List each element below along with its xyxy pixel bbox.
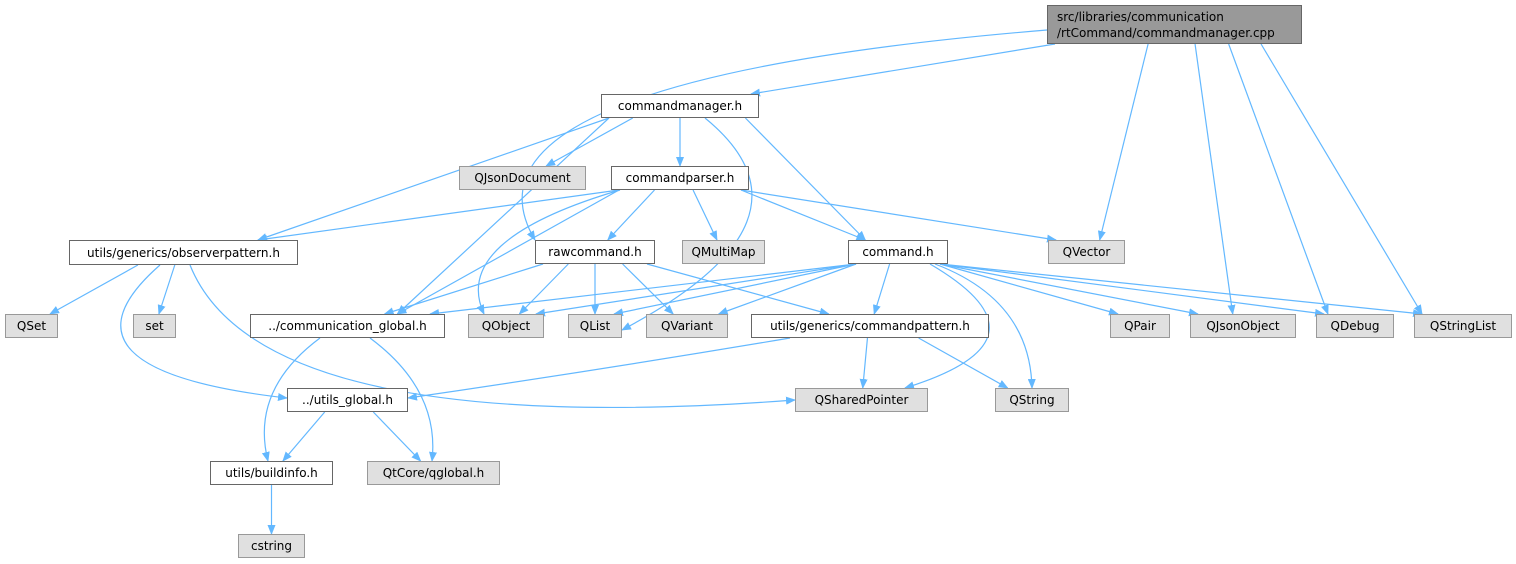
edge-cmd-to-cg [429, 263, 857, 317]
node-utils-global-h[interactable]: ../utils_global.h [287, 388, 408, 412]
node-qlist: QList [568, 314, 622, 338]
edge-root-to-qjo [1194, 43, 1236, 315]
edge-cmd-to-qjo [939, 263, 1199, 317]
node-qobject: QObject [468, 314, 544, 338]
edge-cg-to-bi [261, 337, 321, 462]
node-commandpattern-h[interactable]: utils/generics/commandpattern.h [751, 314, 989, 338]
root-label-line1: src/libraries/communication [1057, 9, 1224, 24]
edge-ug-to-bi [282, 411, 326, 462]
edge-cmd-to-qobj [535, 263, 857, 317]
node-qdebug: QDebug [1316, 314, 1394, 338]
node-qsharedpointer: QSharedPointer [795, 388, 928, 412]
edge-root-to-qsl [1260, 43, 1423, 315]
edge-cmd-to-qdbg [939, 263, 1325, 317]
edge-root-to-qvec [1097, 43, 1149, 241]
edge-root-to-cm [750, 43, 1056, 97]
edge-cp-to-qvec [740, 189, 1057, 243]
node-qstringlist: QStringList [1414, 314, 1512, 338]
edge-cmd-to-cpat [873, 263, 891, 315]
node-set: set [133, 314, 176, 338]
edge-cpat-to-qsp [859, 337, 869, 389]
node-buildinfo-h[interactable]: utils/buildinfo.h [210, 461, 333, 485]
node-qvector: QVector [1048, 240, 1125, 264]
edge-root-to-qdbg [1228, 43, 1329, 315]
edge-cmd-to-qstr [934, 263, 1036, 389]
edge-cp-to-cmd [740, 189, 867, 241]
edge-cg-to-qg [369, 337, 437, 462]
root-label-line2: /rtCommand/commandmanager.cpp [1057, 25, 1275, 40]
edge-cp-to-obs [256, 189, 620, 243]
node-qvariant: QVariant [646, 314, 728, 338]
node-qstring: QString [995, 388, 1069, 412]
edge-cm-to-qjd [545, 117, 634, 167]
node-command-h[interactable]: command.h [848, 240, 948, 264]
node-qpair: QPair [1110, 314, 1170, 338]
edge-cp-to-raw [607, 189, 655, 241]
edge-cp-to-cg [396, 189, 620, 315]
edge-obs-to-qsp [189, 264, 796, 409]
node-commandmanager-h[interactable]: commandmanager.h [601, 94, 759, 118]
edge-obs-to-qset [49, 264, 139, 315]
edge-raw-to-qobj [518, 263, 569, 315]
edge-cm-to-cmd [744, 117, 867, 241]
edge-cpat-to-qstr [918, 337, 1009, 389]
node-rawcommand-h[interactable]: rawcommand.h [535, 240, 655, 264]
edge-cp-to-qmm [692, 189, 718, 241]
edge-cpat-to-ug [407, 337, 791, 401]
edge-cmd-to-qpair [939, 263, 1119, 316]
edge-cmd-to-qsl [939, 263, 1423, 318]
node-qjsondocument: QJsonDocument [459, 166, 586, 190]
node-commandparser-h[interactable]: commandparser.h [611, 166, 749, 190]
node-observerpattern-h[interactable]: utils/generics/observerpattern.h [69, 240, 298, 265]
edge-cmd-to-qvar [717, 263, 857, 315]
edge-ug-to-qg [372, 411, 422, 462]
edge-obs-to-set [157, 264, 176, 315]
node-cstring: cstring [238, 534, 305, 558]
edge-cm-to-qlist [621, 117, 753, 331]
edge-raw-to-cg [383, 263, 544, 316]
node-qjsonobject: QJsonObject [1190, 314, 1296, 338]
node-qglobal-h: QtCore/qglobal.h [367, 461, 500, 485]
edge-cp-to-qobj [476, 189, 621, 315]
edge-obs-to-ug [120, 264, 288, 401]
node-qset: QSet [5, 314, 58, 338]
edge-cmd-to-qlist [613, 263, 857, 317]
node-communication-global-h[interactable]: ../communication_global.h [250, 314, 445, 338]
edge-cm-to-obs [257, 117, 610, 241]
node-commandmanager-cpp: src/libraries/communication /rtCommand/c… [1047, 5, 1302, 44]
node-qmultimap: QMultiMap [682, 240, 765, 264]
